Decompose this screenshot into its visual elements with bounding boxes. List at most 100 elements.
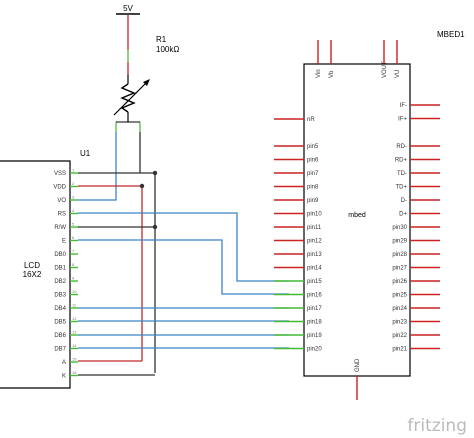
mbed-pin-vin: Vin — [316, 40, 322, 78]
mbed-pin-label: VU — [395, 70, 401, 78]
lcd-pin-number: 12 — [72, 316, 77, 321]
resistor-zigzag — [120, 83, 136, 113]
lcd-pin-number: 2 — [72, 181, 75, 186]
mbed-pin-label: pin9 — [307, 198, 319, 204]
mbed-pin-pin12: pin12 — [274, 239, 322, 245]
mbed-pin-pin17: pin17 — [274, 306, 322, 312]
wire-vo — [78, 132, 117, 201]
wire-rs-pin15 — [78, 212, 289, 282]
pot-arrow-head — [143, 79, 150, 86]
mbed-pin-label: RD+ — [395, 158, 408, 164]
mbed-pin-d: D+ — [399, 212, 440, 218]
mbed-pin-label: TD+ — [395, 185, 407, 191]
lcd-title-line2: 16X2 — [23, 270, 42, 279]
junction-dot — [152, 170, 158, 176]
lcd-pin-label: RS — [58, 212, 66, 218]
junction-dot — [152, 224, 158, 230]
power-5v-label: 5V — [123, 4, 133, 13]
mbed-left-pin-group: nR pin5 pin6 pin7 pin8 pin9 pin10 pin11 pin12 pin… — [274, 117, 322, 353]
mbed-pin-pin25: pin25 — [392, 293, 440, 299]
mbed-pin-rd: RD- — [396, 144, 440, 150]
mbed-pin-label: RD- — [396, 144, 407, 150]
mbed-right-pin-group: IF-IF+RD-RD+TD-TD+D-D+pin30pin29pin28pin… — [392, 103, 440, 353]
mbed-pin-pin23: pin23 — [392, 320, 440, 326]
mbed-pin-pin18: pin18 — [274, 320, 322, 326]
mbed-pin-label: pin23 — [392, 320, 407, 326]
lcd-pin-vdd: VDD 2 — [53, 181, 78, 191]
mbed-pin-label: pin5 — [307, 144, 319, 150]
mbed-pin-label: pin21 — [392, 347, 407, 353]
mbed-pin-label: pin10 — [307, 212, 322, 218]
lcd-pin-number: 5 — [72, 222, 75, 227]
wire-e-pin16 — [78, 239, 289, 295]
lcd-pin-number: 8 — [72, 262, 75, 267]
fritzing-logo: fritzing — [407, 416, 467, 436]
lcd-pin-r-w: R/W5 — [54, 222, 78, 231]
mbed-pin-pin9: pin9 — [274, 198, 319, 204]
lcd-pin-number: 16 — [72, 370, 77, 375]
mbed-pin-label: D- — [401, 198, 407, 204]
mbed-pin-pin15: pin15 — [274, 279, 322, 285]
mbed-pin-label: pin8 — [307, 185, 319, 191]
mbed-pin-d: D- — [401, 198, 440, 204]
mbed-pin-label: pin22 — [392, 333, 407, 339]
mbed-pin-td: TD- — [397, 171, 440, 177]
lcd-pin-number: 9 — [72, 276, 75, 281]
mbed-pin-pin19: pin19 — [274, 333, 322, 339]
mbed-pin-pin28: pin28 — [392, 252, 440, 258]
mbed-pin-pin24: pin24 — [392, 306, 440, 312]
mbed-pin-label: pin13 — [307, 252, 322, 258]
mbed-pin-label: pin11 — [307, 225, 322, 231]
lcd-pin-number: 3 — [72, 195, 75, 200]
lcd-pin-group: VSS1VDD2VO3RS4R/W5E6DB07DB18DB29DB310DB4… — [53, 168, 78, 380]
mbed-pin-pin7: pin7 — [274, 171, 319, 177]
mbed-pin-pin29: pin29 — [392, 239, 440, 245]
lcd-pin-number: 4 — [72, 208, 75, 213]
lcd-pin-label: VDD — [53, 185, 66, 191]
lcd-ref-label: U1 — [80, 149, 91, 158]
mbed-pin-label: pin26 — [392, 279, 407, 285]
mbed-bottom-pin-group: GND — [355, 358, 361, 400]
potentiometer-r1: R1 100kΩ — [113, 35, 179, 132]
mbed-pin-vout: VOUT — [382, 40, 388, 78]
pot-wiper-arrow — [113, 80, 149, 116]
mbed-pin-label: pin16 — [307, 293, 322, 299]
mbed-pin-pin14: pin14 — [274, 266, 322, 272]
mbed-pin-label: pin30 — [392, 225, 407, 231]
lcd-pin-label: K — [62, 374, 66, 380]
lcd-pin-a: A15 — [62, 357, 78, 366]
mbed-pin-label: pin18 — [307, 320, 322, 326]
lcd-pin-number: 11 — [72, 303, 77, 308]
lcd-pin-label: DB4 — [54, 306, 66, 312]
mbed-pin-label: pin27 — [392, 266, 407, 272]
lcd-pin-label: VO — [57, 198, 66, 204]
mbed-pin-pin5: pin5 — [274, 144, 319, 150]
mbed-pin-label: GND — [355, 358, 361, 372]
lcd-pin-k: K 16 — [62, 370, 78, 380]
mbed-pin-label: nR — [307, 117, 315, 123]
mbed-center-label: mbed — [348, 212, 366, 219]
mbed-pin-pin22: pin22 — [392, 333, 440, 339]
mbed-pin-label: D+ — [399, 212, 407, 218]
mbed-pin-label: pin6 — [307, 158, 319, 164]
lcd-pin-label: E — [62, 239, 66, 245]
mbed-pin-pin10: pin10 — [274, 212, 322, 218]
mbed-pin-gnd: GND — [355, 358, 361, 400]
lcd-pin-label: DB7 — [54, 347, 66, 353]
mbed-pin-label: IF- — [400, 103, 407, 109]
mbed-pin-label: pin25 — [392, 293, 407, 299]
mbed-pin-pin27: pin27 — [392, 266, 440, 272]
lcd-pin-number: 10 — [72, 289, 77, 294]
mbed-pin-td: TD+ — [395, 185, 440, 191]
mbed-pin-label: pin15 — [307, 279, 322, 285]
mbed-pin-label: pin17 — [307, 306, 322, 312]
